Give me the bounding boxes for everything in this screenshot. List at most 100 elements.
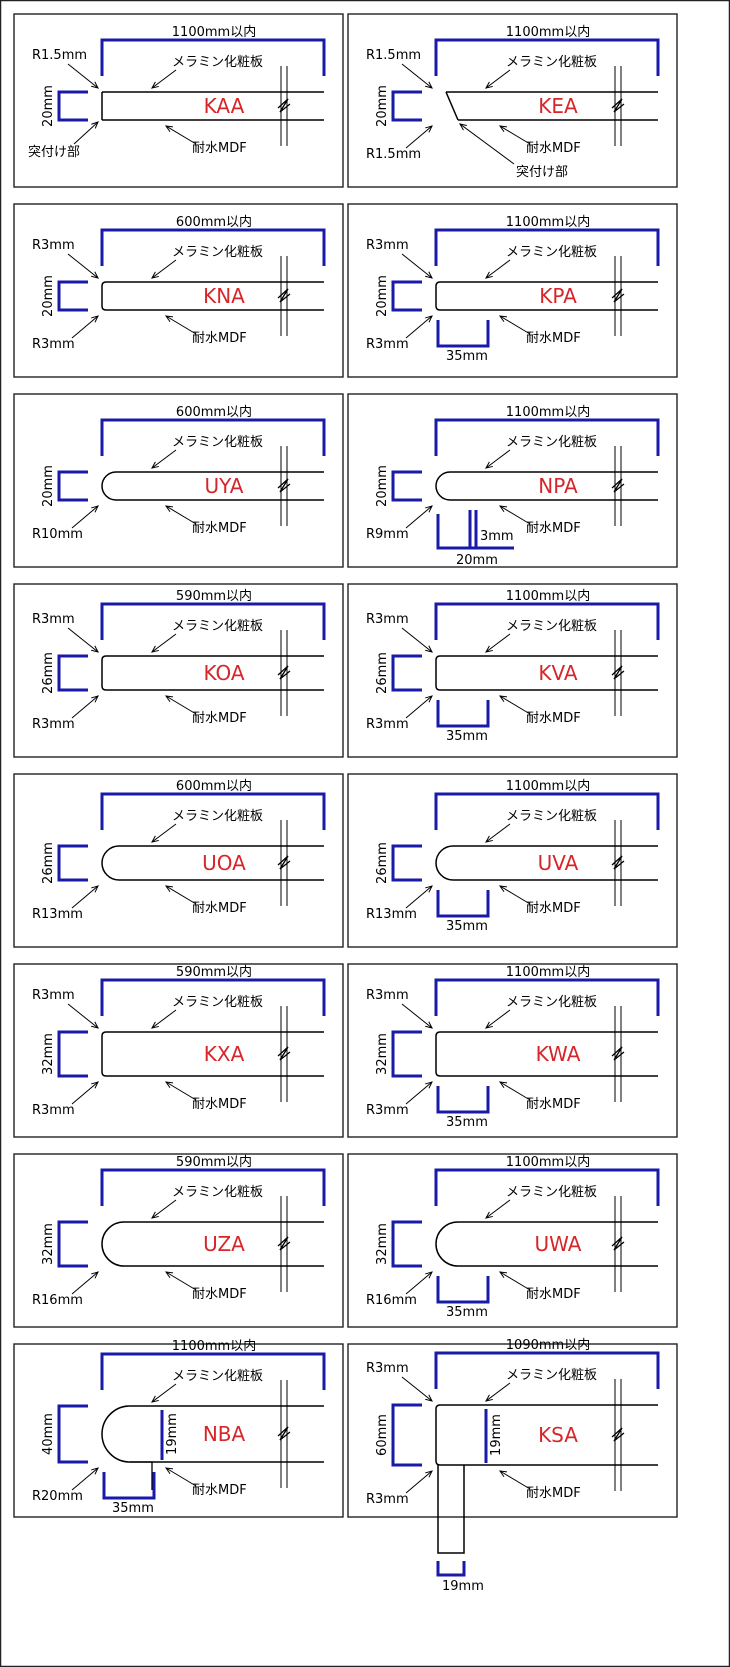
break-mark [611,1046,625,1061]
leader-line [151,1383,177,1403]
board-outline [101,655,324,691]
profile-code: KAA [204,94,245,118]
leader-arrowhead [91,885,99,893]
leader-arrowhead [485,271,493,279]
leader-arrowhead [91,1081,99,1089]
radius-top-label: R3mm [32,988,75,1003]
break-mark [611,1236,625,1251]
width-dimension-bracket [434,418,660,456]
bottom-material-label: 耐水MDF [526,331,581,346]
height-dimension-bracket [57,1220,88,1268]
break-mark [277,855,291,870]
top-material-label: メラミン化粧板 [172,809,263,824]
leader-arrowhead [91,645,99,653]
leader-line [401,1376,433,1402]
leader-arrowhead [151,461,159,469]
top-material-label: メラミン化粧板 [172,995,263,1010]
height-label: 40mm [41,1413,56,1455]
leader-arrowhead [164,1271,174,1279]
width-dimension-bracket [100,978,326,1016]
leader-line [405,695,433,719]
panel-frame [13,13,344,188]
leader-arrowhead [485,1394,493,1402]
height-label: 20mm [375,465,390,507]
width-label: 590mm以内 [176,964,252,980]
width-label: 600mm以内 [176,214,252,230]
top-material-label: メラミン化粧板 [506,1368,597,1383]
bottom-dimension-bracket [436,320,490,348]
leader-arrowhead [425,1271,433,1279]
bottom-dimension-label: 35mm [446,349,488,364]
width-dimension-bracket [100,418,326,456]
profile-code: KNA [203,284,245,308]
break-mark [277,1426,291,1441]
leader-line [67,253,99,279]
radius-top-label: R3mm [366,988,409,1003]
leader-line [165,695,197,715]
panel-frame [13,1343,344,1518]
width-label: 1100mm以内 [506,24,590,40]
leader-arrowhead [151,1395,159,1403]
width-dimension-bracket [100,228,326,266]
bottom-material-label: 耐水MDF [192,1483,247,1498]
board-leg [437,1465,465,1554]
leader-arrowhead [91,315,99,323]
radius-bottom-label: R3mm [32,337,75,352]
profile-code: UZA [203,1232,245,1256]
top-material-label: メラミン化粧板 [172,1369,263,1384]
break-mark [611,478,625,493]
panel-frame [347,583,678,758]
leader-arrowhead [485,1021,493,1029]
top-material-label: メラミン化粧板 [506,995,597,1010]
leader-line [485,449,511,469]
profile-code: UYA [205,474,244,498]
height-dimension-bracket [391,844,422,882]
leader-arrowhead [164,505,174,513]
leader-arrowhead [498,1081,508,1089]
radius-bottom-label: R9mm [366,527,409,542]
top-material-label: メラミン化粧板 [506,55,597,70]
leader-line [165,315,197,335]
bottom-material-label: 耐水MDF [526,711,581,726]
panel-frame [347,1153,678,1328]
height-label: 26mm [375,842,390,884]
height-label: 60mm [375,1414,390,1456]
leader-arrowhead [164,125,174,133]
leader-arrowhead [164,1081,174,1089]
board-outline [435,471,658,501]
leader-arrowhead [425,645,433,653]
leader-arrowhead [91,271,99,279]
board-outline [101,1405,324,1463]
radius-bottom-label: R13mm [366,907,417,922]
height-dimension-bracket [57,844,88,882]
board-outline [101,1031,324,1077]
break-mark [611,288,625,303]
leader-line [485,259,511,279]
radius-top-label: R1.5mm [366,48,421,63]
panel-frame [13,393,344,568]
width-label: 600mm以内 [176,778,252,794]
leader-arrowhead [151,1021,159,1029]
leader-arrowhead [498,125,508,133]
inner-dimension-label: 19mm [165,1413,180,1455]
bottom-dimension-label: 20mm [456,553,498,568]
leader-line [165,125,197,145]
board-outline [101,471,324,501]
board-outline [435,1221,658,1267]
break-mark [611,855,625,870]
radius-bottom-label: R10mm [32,527,83,542]
panel-frame [347,963,678,1138]
width-dimension-bracket [100,1352,326,1390]
bottom-dimension-bracket [436,1561,466,1577]
radius-bottom-label: R13mm [32,907,83,922]
break-mark [277,478,291,493]
butt-joint-label: 突付け部 [28,144,80,160]
leader-arrowhead [151,645,159,653]
profile-code: KWA [536,1042,581,1066]
